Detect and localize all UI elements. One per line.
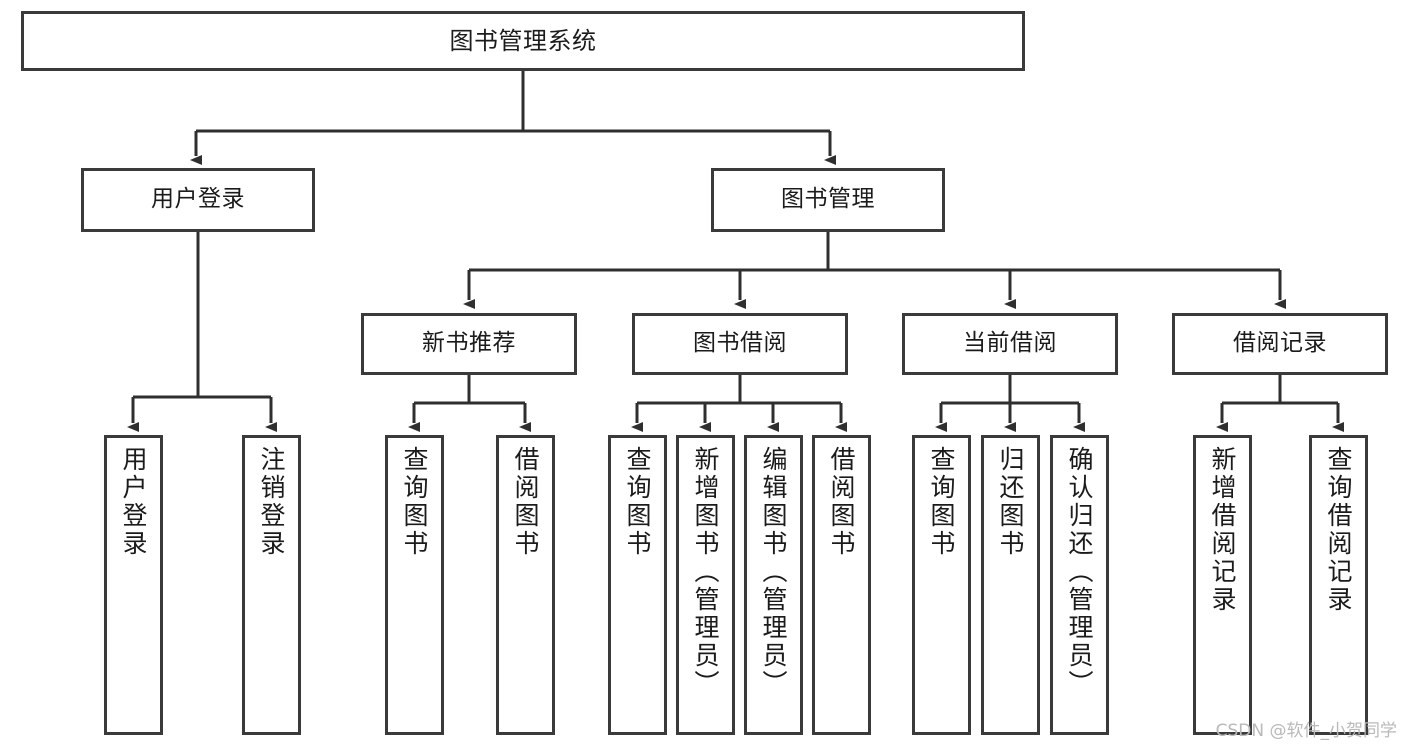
node-label: 新书推荐 [422,330,516,357]
leaf-borrow-edit-book-admin[interactable]: 编辑图书（管理员） [744,435,803,735]
csdn-watermark: CSDN @软件_小贺同学 [1215,721,1397,741]
leaf-record-add-borrow-record[interactable]: 新增借阅记录 [1193,435,1252,735]
leaf-borrow-query-book[interactable]: 查询图书 [608,435,667,735]
node-borrow-record[interactable]: 借阅记录 [1172,313,1388,375]
leaf-borrow-borrow-book[interactable]: 借阅图书 [812,435,871,735]
node-label: 新增借阅记录 [1208,446,1237,614]
node-label: 借阅记录 [1233,330,1327,357]
node-user-login[interactable]: 用户登录 [81,168,315,232]
node-label: 确认归还（管理员） [1065,446,1094,698]
node-label: 查询图书 [623,446,652,558]
leaf-record-query-borrow-record[interactable]: 查询借阅记录 [1309,435,1368,735]
node-book-borrow[interactable]: 图书借阅 [632,313,848,375]
leaf-current-return-book[interactable]: 归还图书 [981,435,1040,735]
node-label: 借阅图书 [827,446,856,558]
node-root-book-management-system[interactable]: 图书管理系统 [21,11,1025,71]
node-new-book-recommend[interactable]: 新书推荐 [361,313,577,375]
leaf-current-query-book[interactable]: 查询图书 [912,435,971,735]
node-label: 图书管理系统 [449,26,597,55]
node-label: 编辑图书（管理员） [759,446,788,698]
node-label: 归还图书 [996,446,1025,558]
node-label: 图书管理 [781,186,875,213]
node-label: 查询借阅记录 [1324,446,1353,614]
leaf-current-confirm-return-admin[interactable]: 确认归还（管理员） [1050,435,1109,735]
node-label: 图书借阅 [693,330,787,357]
node-book-management[interactable]: 图书管理 [711,168,945,232]
node-label: 注销登录 [257,446,286,558]
node-current-borrow[interactable]: 当前借阅 [902,313,1118,375]
leaf-recommend-query-book[interactable]: 查询图书 [385,435,444,735]
node-label: 新增图书（管理员） [691,446,720,698]
node-label: 借阅图书 [511,446,540,558]
node-label: 用户登录 [119,446,148,558]
node-label: 用户登录 [151,186,245,213]
leaf-user-login[interactable]: 用户登录 [104,435,163,735]
leaf-logout[interactable]: 注销登录 [242,435,301,735]
leaf-borrow-add-book-admin[interactable]: 新增图书（管理员） [676,435,735,735]
leaf-recommend-borrow-book[interactable]: 借阅图书 [496,435,555,735]
node-label: 查询图书 [927,446,956,558]
node-label: 当前借阅 [963,330,1057,357]
node-label: 查询图书 [400,446,429,558]
